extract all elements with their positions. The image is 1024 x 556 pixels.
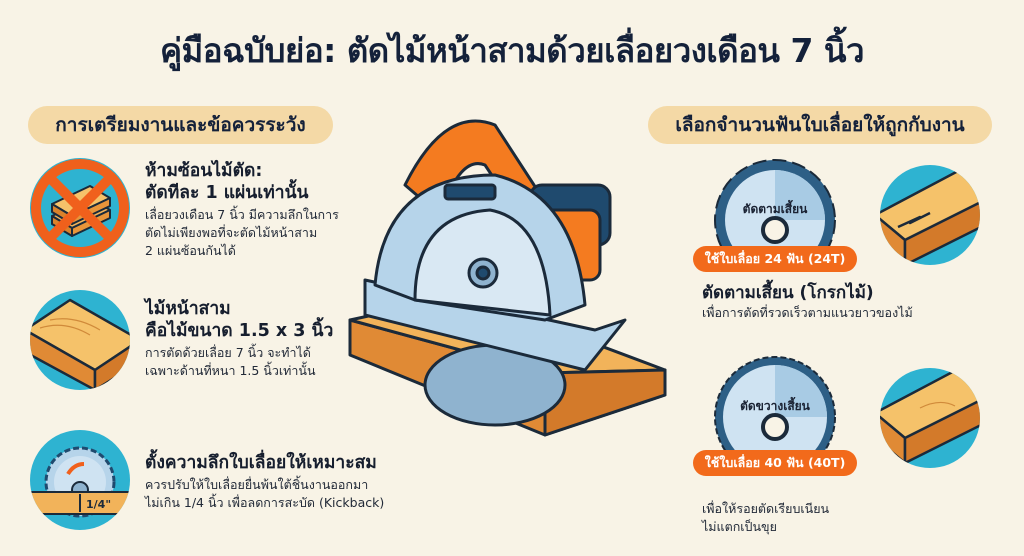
- crosscut-wood-icon: [880, 368, 980, 468]
- tip-heading: ตั้งความลึกใบเลื่อยให้เหมาะสม: [145, 453, 377, 473]
- tip-heading: ห้ามซ้อนไม้ตัด:: [145, 161, 263, 181]
- rip-cut-wood-icon: [880, 165, 980, 265]
- blade-label: ตัดขวางเสี้ยน: [740, 399, 810, 413]
- tip-body: ควรปรับให้ใบเลื่อยยื่นพ้นใต้ชิ้นงานออกมา…: [145, 477, 385, 510]
- crosscut-blade-40t-icon: ตัดขวางเสี้ยน: [705, 355, 845, 478]
- svg-text:1/4": 1/4": [86, 498, 111, 511]
- wood-board-icon: [30, 290, 130, 390]
- tip-lumber-size: ไม้หน้าสาม คือไม้ขนาด 1.5 x 3 นิ้ว การตั…: [145, 298, 333, 380]
- tip-heading: ตัดทีละ 1 แผ่นเท่านั้น: [145, 183, 309, 203]
- blade-40t-badge: ใช้ใบเลื่อย 40 ฟัน (40T): [693, 450, 857, 476]
- section-header-blade-selection: เลือกจำนวนฟันใบเลื่อยให้ถูกกับงาน: [648, 106, 992, 144]
- section-header-preparation: การเตรียมงานและข้อควรระวัง: [28, 106, 333, 144]
- tip-body: เลื่อยวงเดือน 7 นิ้ว มีความลึกในการ ตัดไ…: [145, 207, 339, 258]
- blade-24t-badge: ใช้ใบเลื่อย 24 ฟัน (24T): [693, 246, 857, 272]
- crosscut-description: เพื่อให้รอยตัดเรียบเนียน ไม่แตกเป็นขุย: [702, 501, 830, 534]
- tip-blade-depth: ตั้งความลึกใบเลื่อยให้เหมาะสม ควรปรับให้…: [145, 452, 384, 512]
- tip-no-stacking: ห้ามซ้อนไม้ตัด: ตัดทีละ 1 แผ่นเท่านั้น เ…: [145, 160, 339, 260]
- circular-saw-illustration: [345, 105, 675, 450]
- tip-body: การตัดด้วยเลื่อย 7 นิ้ว จะทำได้ เฉพาะด้า…: [145, 345, 316, 378]
- blade-label: ตัดตามเสี้ยน: [742, 202, 808, 216]
- page-title: คู่มือฉบับย่อ: ตัดไม้หน้าสามด้วยเลื่อยวง…: [159, 31, 865, 70]
- rip-cut-description: ตัดตามเสี้ยน (โกรกไม้) เพื่อการตัดที่รวด…: [702, 283, 913, 320]
- no-stacked-wood-icon: [30, 158, 130, 258]
- tip-heading: ไม้หน้าสาม: [145, 299, 231, 319]
- tip-heading: คือไม้ขนาด 1.5 x 3 นิ้ว: [145, 321, 334, 341]
- blade-depth-icon: 1/4": [30, 430, 130, 530]
